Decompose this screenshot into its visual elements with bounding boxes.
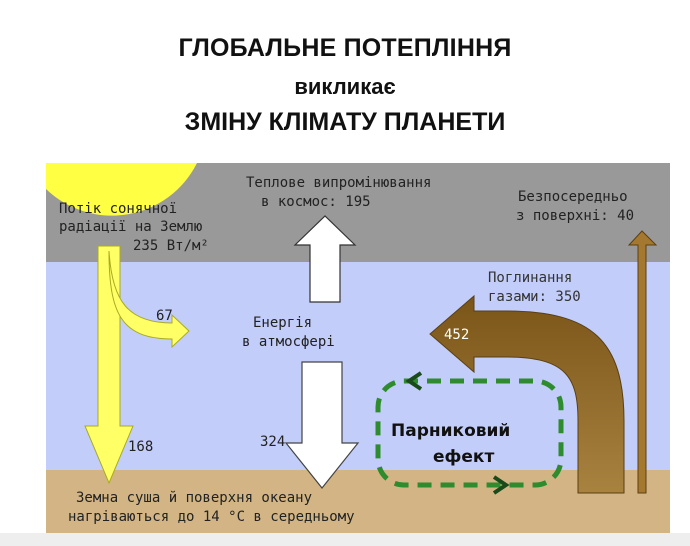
solar-label-3: 235 Вт/м² <box>133 238 209 254</box>
greenhouse-diagram: Потік сонячної радіації на Землю 235 Вт/… <box>46 163 670 533</box>
reflect-value: 67 <box>156 308 173 324</box>
sun-icon <box>46 163 197 216</box>
loop-arrow-bottom <box>492 475 510 495</box>
absorb-label-1: Поглинання <box>488 270 572 286</box>
title-line-1: ГЛОБАЛЬНЕ ПОТЕПЛІННЯ <box>178 34 512 62</box>
greenhouse-label-2: ефект <box>433 447 494 467</box>
back-radiation-value: 452 <box>444 327 469 343</box>
direct-emission-arrow <box>627 230 658 494</box>
reflected-arrow <box>108 250 190 349</box>
solar-surface-value: 168 <box>128 439 153 455</box>
space-emission-arrow <box>293 215 357 303</box>
atmos-label-2: в атмосфері <box>242 334 335 350</box>
solar-label-1: Потік сонячної <box>59 201 177 217</box>
greenhouse-loop <box>375 378 564 488</box>
space-label-1: Теплове випромінювання <box>246 175 431 191</box>
gas-absorption-arrow <box>429 294 625 494</box>
bottom-strip <box>0 533 690 546</box>
solar-arrow <box>84 245 134 485</box>
atmosphere-down-arrow <box>284 361 360 489</box>
loop-arrow-top <box>405 371 423 391</box>
greenhouse-label-1: Парниковий <box>391 421 510 441</box>
direct-label-1: Безпосередньо <box>518 189 628 205</box>
title-line-3: ЗМІНУ КЛІМАТУ ПЛАНЕТИ <box>184 108 506 136</box>
ground-label-2: нагріваються до 14 °C в середньому <box>68 509 355 525</box>
ground-layer <box>46 470 670 533</box>
direct-label-2: з поверхні: 40 <box>516 208 634 224</box>
space-label-2: в космос: 195 <box>261 194 371 210</box>
down-value: 324 <box>260 434 285 450</box>
absorb-label-2: газами: 350 <box>488 289 581 305</box>
title-line-2: викликає <box>294 74 396 99</box>
ground-label-1: Земна суша й поверхня океану <box>76 490 312 506</box>
solar-label-2: радіації на Землю <box>59 219 202 235</box>
atmos-label-1: Енергія <box>253 315 312 331</box>
